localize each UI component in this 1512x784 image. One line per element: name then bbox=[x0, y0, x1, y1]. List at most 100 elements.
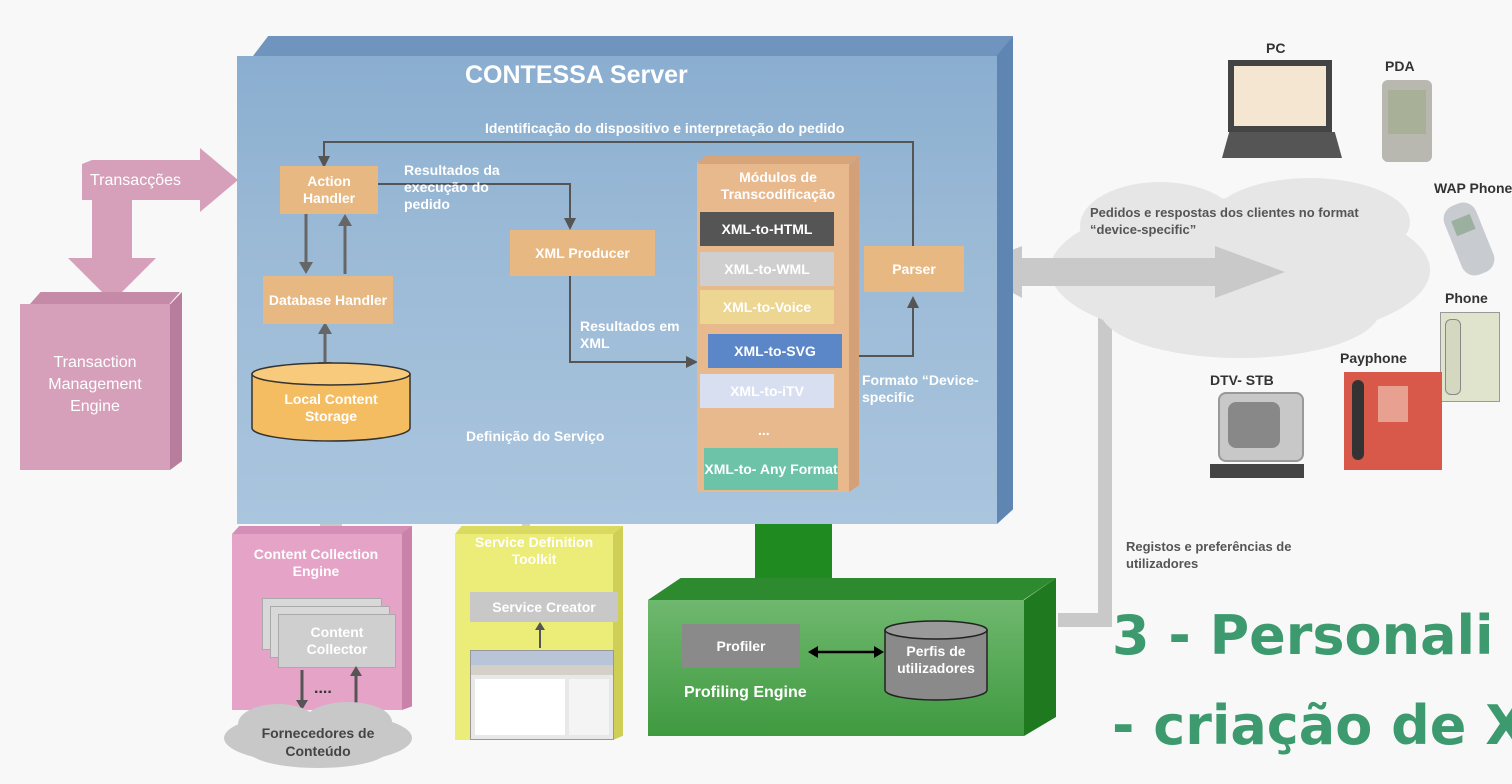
payphone-icon[interactable] bbox=[1344, 372, 1442, 470]
results-arrowhead bbox=[564, 218, 576, 230]
pc-screen-content bbox=[1234, 66, 1326, 126]
headline-line2: - criação de X bbox=[1112, 694, 1512, 757]
results-xml-label: Resultados em XML bbox=[580, 318, 680, 351]
payphone-keypad bbox=[1378, 386, 1408, 422]
local-content-storage-label: Local Content Storage bbox=[284, 391, 378, 424]
content-collection-title: Content Collection Engine bbox=[253, 546, 379, 579]
profiler-profiles-arrow bbox=[808, 646, 884, 658]
collector-arrow-left-head bbox=[296, 700, 308, 710]
xml-results-line bbox=[569, 276, 690, 363]
profiler-profiles-head-right bbox=[874, 646, 884, 658]
module-xml-to-wml[interactable]: XML-to-WML bbox=[700, 252, 834, 286]
client-exchange-arrow-body bbox=[1022, 246, 1285, 298]
modules-title: Módulos de Transcodificação bbox=[720, 169, 836, 202]
transaction-engine-top bbox=[30, 292, 180, 304]
module-xml-to-html[interactable]: XML-to-HTML bbox=[700, 212, 834, 246]
providers-cloud-icon bbox=[224, 702, 412, 768]
dtv-tv-icon[interactable] bbox=[1218, 392, 1304, 462]
device-dtv-label: DTV- STB bbox=[1210, 372, 1274, 388]
db-storage-head-up bbox=[318, 322, 332, 334]
wap-phone-screen bbox=[1451, 213, 1476, 237]
content-collection-top bbox=[232, 526, 412, 534]
service-toolkit-top bbox=[455, 526, 623, 534]
profiling-engine-side bbox=[1024, 578, 1056, 736]
transaction-engine-label: Transaction Management Engine bbox=[48, 354, 142, 415]
pc-keyboard bbox=[1222, 132, 1342, 158]
service-toolkit-side bbox=[613, 526, 623, 740]
pda-icon[interactable] bbox=[1382, 80, 1432, 162]
clients-cloud-label: Pedidos e respostas dos clientes no form… bbox=[1090, 205, 1359, 237]
screenshot-toolbar bbox=[471, 651, 613, 665]
registry-arrow bbox=[1058, 300, 1112, 627]
collector-arrow-right-head bbox=[350, 666, 362, 676]
storage-cylinder-icon bbox=[251, 362, 411, 442]
profiling-engine-label: Profiling Engine bbox=[684, 684, 807, 701]
collector-provider-arrows bbox=[296, 666, 362, 710]
creator-arrow-head bbox=[535, 622, 545, 630]
ah-db-up-head bbox=[338, 214, 352, 226]
database-handler[interactable]: Database Handler bbox=[263, 276, 393, 324]
content-collector[interactable]: Content Collector bbox=[278, 614, 396, 668]
profiles-label: Perfis de utilizadores bbox=[897, 643, 975, 676]
device-phone-label: Phone bbox=[1445, 290, 1488, 306]
transaction-engine-box[interactable] bbox=[20, 304, 170, 470]
service-creator-screenshot bbox=[470, 650, 614, 740]
phone-handset bbox=[1445, 319, 1461, 395]
modules-parser-arrowhead bbox=[907, 296, 919, 308]
transcoding-panel-side bbox=[849, 156, 859, 492]
transactions-arrow bbox=[68, 148, 238, 302]
dtv-screen bbox=[1228, 402, 1280, 448]
format-label: Formato “Device-specific bbox=[862, 372, 979, 405]
identification-label: Identificação do dispositivo e interpret… bbox=[485, 120, 845, 136]
server-box-top bbox=[253, 36, 1013, 56]
results-line bbox=[378, 183, 571, 222]
feedback-arrowhead bbox=[318, 156, 330, 168]
pc-laptop-icon[interactable] bbox=[1222, 60, 1342, 160]
server-box-side bbox=[997, 36, 1013, 524]
profiler-profiles-head-left bbox=[808, 646, 818, 658]
pda-screen bbox=[1388, 90, 1426, 134]
creator-arrow bbox=[535, 622, 545, 648]
transcoding-panel-top bbox=[697, 156, 859, 164]
phone-icon[interactable] bbox=[1440, 312, 1500, 402]
feedback-line bbox=[323, 141, 914, 246]
content-collection-side bbox=[402, 526, 412, 710]
server-title: CONTESSA Server bbox=[465, 61, 688, 89]
module-xml-to-svg[interactable]: XML-to-SVG bbox=[708, 334, 842, 368]
parser[interactable]: Parser bbox=[864, 246, 964, 292]
collector-ellipsis: .... bbox=[314, 680, 332, 697]
module-xml-to-itv[interactable]: XML-to-iTV bbox=[700, 374, 834, 408]
module-xml-to-voice[interactable]: XML-to-Voice bbox=[700, 290, 834, 324]
device-wap-label: WAP Phone bbox=[1434, 180, 1512, 196]
local-content-storage[interactable] bbox=[251, 362, 411, 442]
device-pc-label: PC bbox=[1266, 40, 1286, 56]
xml-producer[interactable]: XML Producer bbox=[510, 230, 655, 276]
modules-parser-line bbox=[842, 304, 914, 357]
service-definition-label: Definição do Serviço bbox=[466, 428, 605, 444]
screenshot-canvas bbox=[475, 679, 565, 735]
transactions-label: Transacções bbox=[90, 172, 181, 189]
transaction-engine-side bbox=[170, 292, 182, 470]
module-any-format[interactable]: XML-to- Any Format bbox=[704, 448, 838, 490]
service-creator[interactable]: Service Creator bbox=[470, 592, 618, 622]
modules-ellipsis: ... bbox=[758, 422, 770, 438]
set-top-box-icon bbox=[1210, 464, 1304, 478]
screenshot-list bbox=[569, 679, 609, 735]
profiles-database[interactable] bbox=[884, 620, 988, 702]
device-pda-label: PDA bbox=[1385, 58, 1415, 74]
providers-label: Fornecedores de Conteúdo bbox=[261, 725, 375, 759]
profiling-engine-top bbox=[648, 578, 1056, 600]
screenshot-icons bbox=[471, 665, 613, 675]
device-payphone-label: Payphone bbox=[1340, 350, 1407, 366]
profiler[interactable]: Profiler bbox=[682, 624, 800, 668]
action-handler[interactable]: Action Handler bbox=[280, 166, 378, 214]
profiles-cylinder-icon bbox=[884, 620, 988, 701]
results-label: Resultados da execução do pedido bbox=[404, 162, 500, 212]
service-toolkit-title: Service Definition Toolkit bbox=[474, 534, 594, 567]
headline-line1: 3 - Personali bbox=[1112, 604, 1494, 667]
ah-db-down-head bbox=[299, 262, 313, 274]
xml-results-arrowhead bbox=[686, 356, 698, 368]
payphone-handset bbox=[1352, 380, 1364, 460]
